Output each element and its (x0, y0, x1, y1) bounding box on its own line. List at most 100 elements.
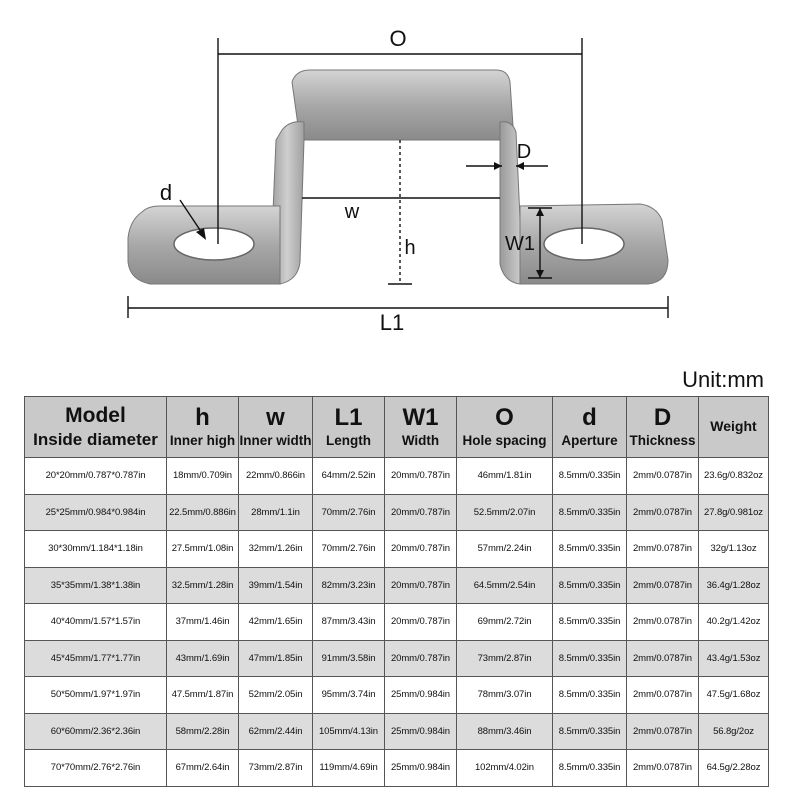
cell-w1: 20mm/0.787in (384, 457, 457, 495)
cell-aperture: 8.5mm/0.335in (552, 749, 627, 787)
cell-w1: 20mm/0.787in (384, 493, 457, 531)
cell-o: 102mm/4.02in (456, 749, 553, 787)
label-O: O (389, 26, 406, 51)
cell-model: 45*45mm/1.77*1.77in (24, 639, 167, 677)
dimension-arrowheads (196, 162, 544, 278)
table-row: 35*35mm/1.38*1.38in 32.5mm/1.28in 39mm/1… (24, 566, 769, 604)
header-d-thickness-symbol: D (653, 404, 672, 431)
cell-model: 40*40mm/1.57*1.57in (24, 603, 167, 641)
cell-aperture: 8.5mm/0.335in (552, 530, 627, 568)
cell-w1: 25mm/0.984in (384, 749, 457, 787)
header-d-aperture-symbol: d (582, 404, 597, 431)
cell-thickness: 2mm/0.0787in (626, 749, 699, 787)
table-header-row: Model Inside diameter h Inner high w Inn… (24, 396, 769, 458)
cell-thickness: 2mm/0.0787in (626, 457, 699, 495)
header-l1-sub: Length (326, 433, 371, 448)
table-row: 50*50mm/1.97*1.97in 47.5mm/1.87in 52mm/2… (24, 676, 769, 714)
cell-w: 32mm/1.26in (238, 530, 313, 568)
cell-w1: 20mm/0.787in (384, 603, 457, 641)
header-o-symbol: O (495, 404, 514, 431)
header-l1: L1 Length (312, 396, 385, 458)
table-row: 60*60mm/2.36*2.36in 58mm/2.28in 62mm/2.4… (24, 712, 769, 750)
header-d-aperture: d Aperture (552, 396, 627, 458)
header-w-sub: Inner width (239, 433, 312, 448)
header-w: w Inner width (238, 396, 313, 458)
header-w1: W1 Width (384, 396, 457, 458)
cell-o: 88mm/3.46in (456, 712, 553, 750)
cell-o: 73mm/2.87in (456, 639, 553, 677)
cell-l1: 119mm/4.69in (312, 749, 385, 787)
u-bracket-image (127, 69, 669, 285)
header-w-symbol: w (266, 404, 285, 431)
label-L1: L1 (380, 310, 404, 335)
cell-model: 60*60mm/2.36*2.36in (24, 712, 167, 750)
cell-h: 18mm/0.709in (166, 457, 239, 495)
cell-o: 78mm/3.07in (456, 676, 553, 714)
cell-weight: 32g/1.13oz (698, 530, 769, 568)
header-d-thickness-sub: Thickness (629, 433, 696, 448)
cell-w: 28mm/1.1in (238, 493, 313, 531)
cell-w: 62mm/2.44in (238, 712, 313, 750)
cell-thickness: 2mm/0.0787in (626, 566, 699, 604)
header-weight-label: Weight (710, 418, 757, 434)
header-o: O Hole spacing (456, 396, 553, 458)
cell-o: 57mm/2.24in (456, 530, 553, 568)
label-h: h (404, 237, 415, 259)
table-row: 45*45mm/1.77*1.77in 43mm/1.69in 47mm/1.8… (24, 639, 769, 677)
label-d: d (160, 180, 172, 205)
cell-l1: 87mm/3.43in (312, 603, 385, 641)
cell-thickness: 2mm/0.0787in (626, 493, 699, 531)
specification-table: Model Inside diameter h Inner high w Inn… (24, 396, 769, 787)
cell-thickness: 2mm/0.0787in (626, 603, 699, 641)
cell-l1: 105mm/4.13in (312, 712, 385, 750)
cell-w1: 25mm/0.984in (384, 712, 457, 750)
cell-weight: 47.5g/1.68oz (698, 676, 769, 714)
cell-model: 20*20mm/0.787*0.787in (24, 457, 167, 495)
cell-w: 47mm/1.85in (238, 639, 313, 677)
table-row: 70*70mm/2.76*2.76in 67mm/2.64in 73mm/2.8… (24, 749, 769, 787)
cell-h: 32.5mm/1.28in (166, 566, 239, 604)
cell-aperture: 8.5mm/0.335in (552, 676, 627, 714)
cell-o: 46mm/1.81in (456, 457, 553, 495)
cell-l1: 82mm/3.23in (312, 566, 385, 604)
cell-weight: 64.5g/2.28oz (698, 749, 769, 787)
cell-l1: 91mm/3.58in (312, 639, 385, 677)
label-w: w (344, 201, 360, 223)
cell-h: 27.5mm/1.08in (166, 530, 239, 568)
table-row: 40*40mm/1.57*1.57in 37mm/1.46in 42mm/1.6… (24, 603, 769, 641)
bracket-dimension-diagram: O D d w h W1 L1 (127, 26, 669, 335)
cell-w1: 20mm/0.787in (384, 566, 457, 604)
table-row: 25*25mm/0.984*0.984in 22.5mm/0.886in 28m… (24, 493, 769, 531)
cell-weight: 43.4g/1.53oz (698, 639, 769, 677)
header-l1-symbol: L1 (334, 404, 363, 431)
cell-model: 50*50mm/1.97*1.97in (24, 676, 167, 714)
cell-weight: 56.8g/2oz (698, 712, 769, 750)
cell-h: 37mm/1.46in (166, 603, 239, 641)
cell-aperture: 8.5mm/0.335in (552, 493, 627, 531)
cell-w: 73mm/2.87in (238, 749, 313, 787)
cell-weight: 40.2g/1.42oz (698, 603, 769, 641)
cell-l1: 70mm/2.76in (312, 530, 385, 568)
cell-model: 25*25mm/0.984*0.984in (24, 493, 167, 531)
cell-w: 39mm/1.54in (238, 566, 313, 604)
cell-o: 64.5mm/2.54in (456, 566, 553, 604)
header-h-symbol: h (195, 404, 210, 431)
cell-weight: 36.4g/1.28oz (698, 566, 769, 604)
cell-l1: 95mm/3.74in (312, 676, 385, 714)
cell-h: 58mm/2.28in (166, 712, 239, 750)
cell-w1: 20mm/0.787in (384, 530, 457, 568)
cell-w: 22mm/0.866in (238, 457, 313, 495)
header-w1-sub: Width (401, 433, 440, 448)
label-D: D (517, 141, 531, 163)
cell-aperture: 8.5mm/0.335in (552, 566, 627, 604)
cell-weight: 23.6g/0.832oz (698, 457, 769, 495)
header-weight: Weight (698, 396, 769, 458)
header-o-sub: Hole spacing (462, 433, 547, 448)
cell-weight: 27.8g/0.981oz (698, 493, 769, 531)
cell-o: 52.5mm/2.07in (456, 493, 553, 531)
table-row: 30*30mm/1.184*1.18in 27.5mm/1.08in 32mm/… (24, 530, 769, 568)
cell-l1: 70mm/2.76in (312, 493, 385, 531)
header-model: Model Inside diameter (24, 396, 167, 458)
cell-model: 35*35mm/1.38*1.38in (24, 566, 167, 604)
cell-w1: 20mm/0.787in (384, 639, 457, 677)
